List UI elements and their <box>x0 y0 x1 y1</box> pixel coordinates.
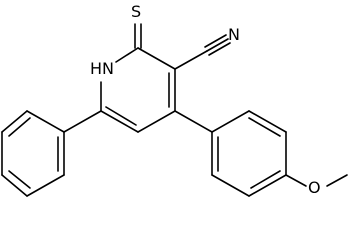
dihydropyridine-ring <box>100 47 176 133</box>
chemical-structure: S HN N O <box>1 2 348 197</box>
thione-group <box>134 23 142 49</box>
nitrile-nitrogen-label: N <box>228 25 240 44</box>
methoxyphenyl-ring <box>174 110 287 197</box>
methoxy-group <box>285 174 348 187</box>
nh-label: HN <box>90 59 114 78</box>
phenyl-ring <box>1 110 102 197</box>
oxygen-label: O <box>308 178 321 197</box>
nitrile-group <box>174 34 231 70</box>
sulfur-label: S <box>131 2 141 21</box>
